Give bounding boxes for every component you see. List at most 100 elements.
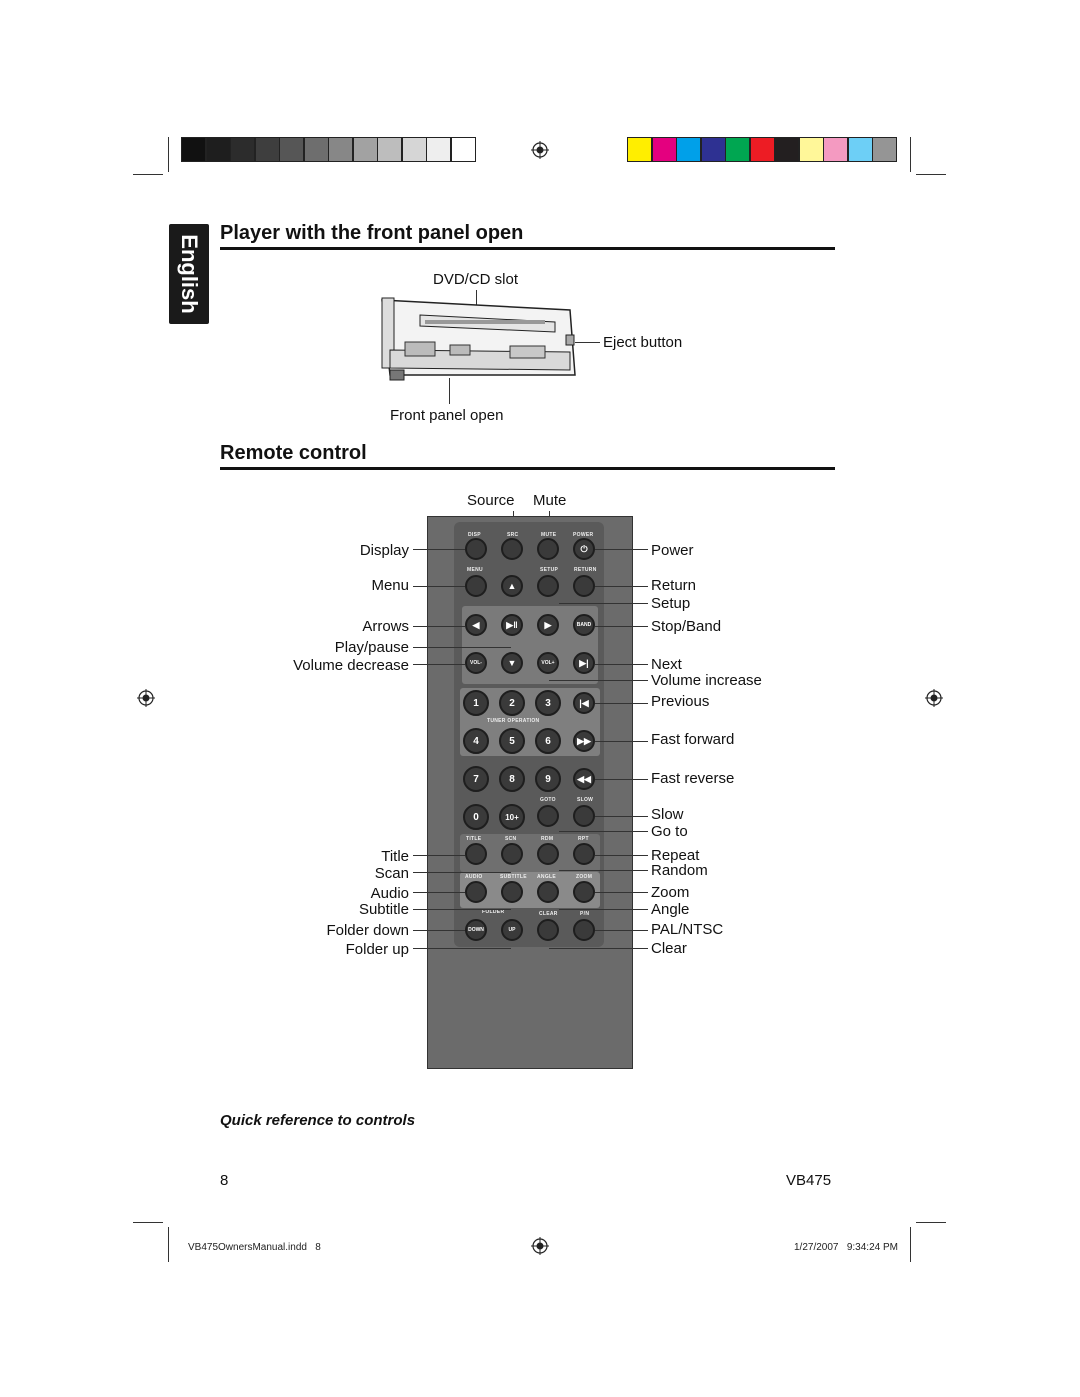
leader-line: [595, 549, 648, 550]
dvd-slot-label: DVD/CD slot: [433, 271, 519, 288]
arrow-right-key[interactable]: ▶: [537, 614, 559, 636]
scan-key[interactable]: [501, 843, 523, 865]
leader-line: [559, 909, 648, 910]
mute-key[interactable]: [537, 538, 559, 560]
color-swatch: [700, 137, 726, 162]
player-illustration: [381, 297, 576, 381]
arrows-label: Arrows: [362, 618, 409, 635]
page-number: 8: [220, 1172, 229, 1189]
leader-line: [595, 741, 648, 742]
next-key[interactable]: ▶|: [573, 652, 595, 674]
subtitle-key[interactable]: [501, 881, 523, 903]
crop-mark: [168, 1227, 169, 1262]
registration-mark-icon: [531, 141, 549, 159]
arrow-left-key[interactable]: ◀: [465, 614, 487, 636]
pal-ntsc-key[interactable]: [573, 919, 595, 941]
number-key[interactable]: 5: [499, 728, 525, 754]
setup-key[interactable]: [537, 575, 559, 597]
folder-up-key[interactable]: UP: [501, 919, 523, 941]
angle-label: Angle: [651, 901, 690, 918]
return-key[interactable]: [573, 575, 595, 597]
title-label: Title: [381, 848, 409, 865]
clear-key[interactable]: [537, 919, 559, 941]
number-key[interactable]: 3: [535, 690, 561, 716]
leader-line: [413, 930, 465, 931]
volume-increase-key[interactable]: VOL+: [537, 652, 559, 674]
power-label: Power: [651, 542, 694, 559]
leader-line: [413, 909, 511, 910]
audio-key[interactable]: [465, 881, 487, 903]
color-swatch: [823, 137, 848, 162]
gray-swatch: [181, 137, 206, 162]
random-key[interactable]: [537, 843, 559, 865]
number-key[interactable]: 7: [463, 766, 489, 792]
crop-mark: [133, 1222, 163, 1223]
eject-button-label: Eject button: [603, 334, 683, 351]
key-label: DISP: [468, 532, 481, 538]
section-title-remote: Remote control: [220, 442, 367, 464]
key-label: TUNER OPERATION: [487, 718, 540, 724]
number-key[interactable]: 9: [535, 766, 561, 792]
number-key[interactable]: 10+: [499, 804, 525, 830]
gray-swatch: [450, 137, 476, 162]
number-key[interactable]: 6: [535, 728, 561, 754]
source-key[interactable]: [501, 538, 523, 560]
previous-label: Previous: [651, 693, 710, 710]
color-swatch: [749, 137, 775, 162]
key-label: SCN: [505, 836, 517, 842]
next-label: Next: [651, 656, 682, 673]
menu-key[interactable]: [465, 575, 487, 597]
power-key[interactable]: ⏻: [573, 538, 595, 560]
display-key[interactable]: [465, 538, 487, 560]
vol-minus-print: VOL-: [470, 660, 482, 666]
number-key[interactable]: 0: [463, 804, 489, 830]
return-label: Return: [651, 577, 697, 594]
fast-forward-key[interactable]: ▶▶: [573, 730, 595, 752]
gray-swatch: [230, 137, 255, 162]
previous-key[interactable]: |◀: [573, 692, 595, 714]
key-label: SLOW: [577, 797, 594, 803]
number-key[interactable]: 8: [499, 766, 525, 792]
number-key[interactable]: 1: [463, 690, 489, 716]
key-label: RETURN: [574, 567, 597, 573]
repeat-key[interactable]: [573, 843, 595, 865]
volume-decrease-key[interactable]: VOL-: [465, 652, 487, 674]
number-key[interactable]: 4: [463, 728, 489, 754]
display-label: Display: [359, 542, 409, 559]
model-number: VB475: [786, 1172, 832, 1189]
number-key[interactable]: 2: [499, 690, 525, 716]
front-panel-label: Front panel open: [390, 407, 504, 424]
arrow-down-key[interactable]: ▼: [501, 652, 523, 674]
leader-line: [595, 816, 648, 817]
arrow-up-key[interactable]: ▲: [501, 575, 523, 597]
audio-label: Audio: [370, 885, 409, 902]
leader-line: [595, 703, 648, 704]
leader-line: [449, 378, 450, 404]
title-key[interactable]: [465, 843, 487, 865]
registration-mark-icon: [531, 1237, 549, 1255]
stop-band-key[interactable]: BAND: [573, 614, 595, 636]
figure-caption: Quick reference to controls: [220, 1112, 416, 1129]
key-label: P/N: [580, 911, 590, 917]
play-pause-key[interactable]: ▶‖: [501, 614, 523, 636]
leader-line: [595, 892, 648, 893]
gray-swatch: [426, 137, 451, 162]
leader-line: [595, 664, 648, 665]
repeat-label: Repeat: [651, 847, 700, 864]
registration-mark-icon: [925, 689, 943, 707]
fast-reverse-key[interactable]: ◀◀: [573, 768, 595, 790]
zoom-label: Zoom: [651, 884, 690, 901]
leader-line: [413, 549, 465, 550]
angle-key[interactable]: [537, 881, 559, 903]
leader-line: [575, 342, 600, 343]
key-label: GOTO: [540, 797, 556, 803]
crop-mark: [910, 1227, 911, 1262]
slow-key[interactable]: [573, 805, 595, 827]
key-label: CLEAR: [539, 911, 558, 917]
goto-key[interactable]: [537, 805, 559, 827]
registration-mark-icon: [137, 689, 155, 707]
up-print: UP: [508, 927, 516, 933]
leader-line: [595, 930, 648, 931]
folder-down-key[interactable]: DOWN: [465, 919, 487, 941]
zoom-key[interactable]: [573, 881, 595, 903]
